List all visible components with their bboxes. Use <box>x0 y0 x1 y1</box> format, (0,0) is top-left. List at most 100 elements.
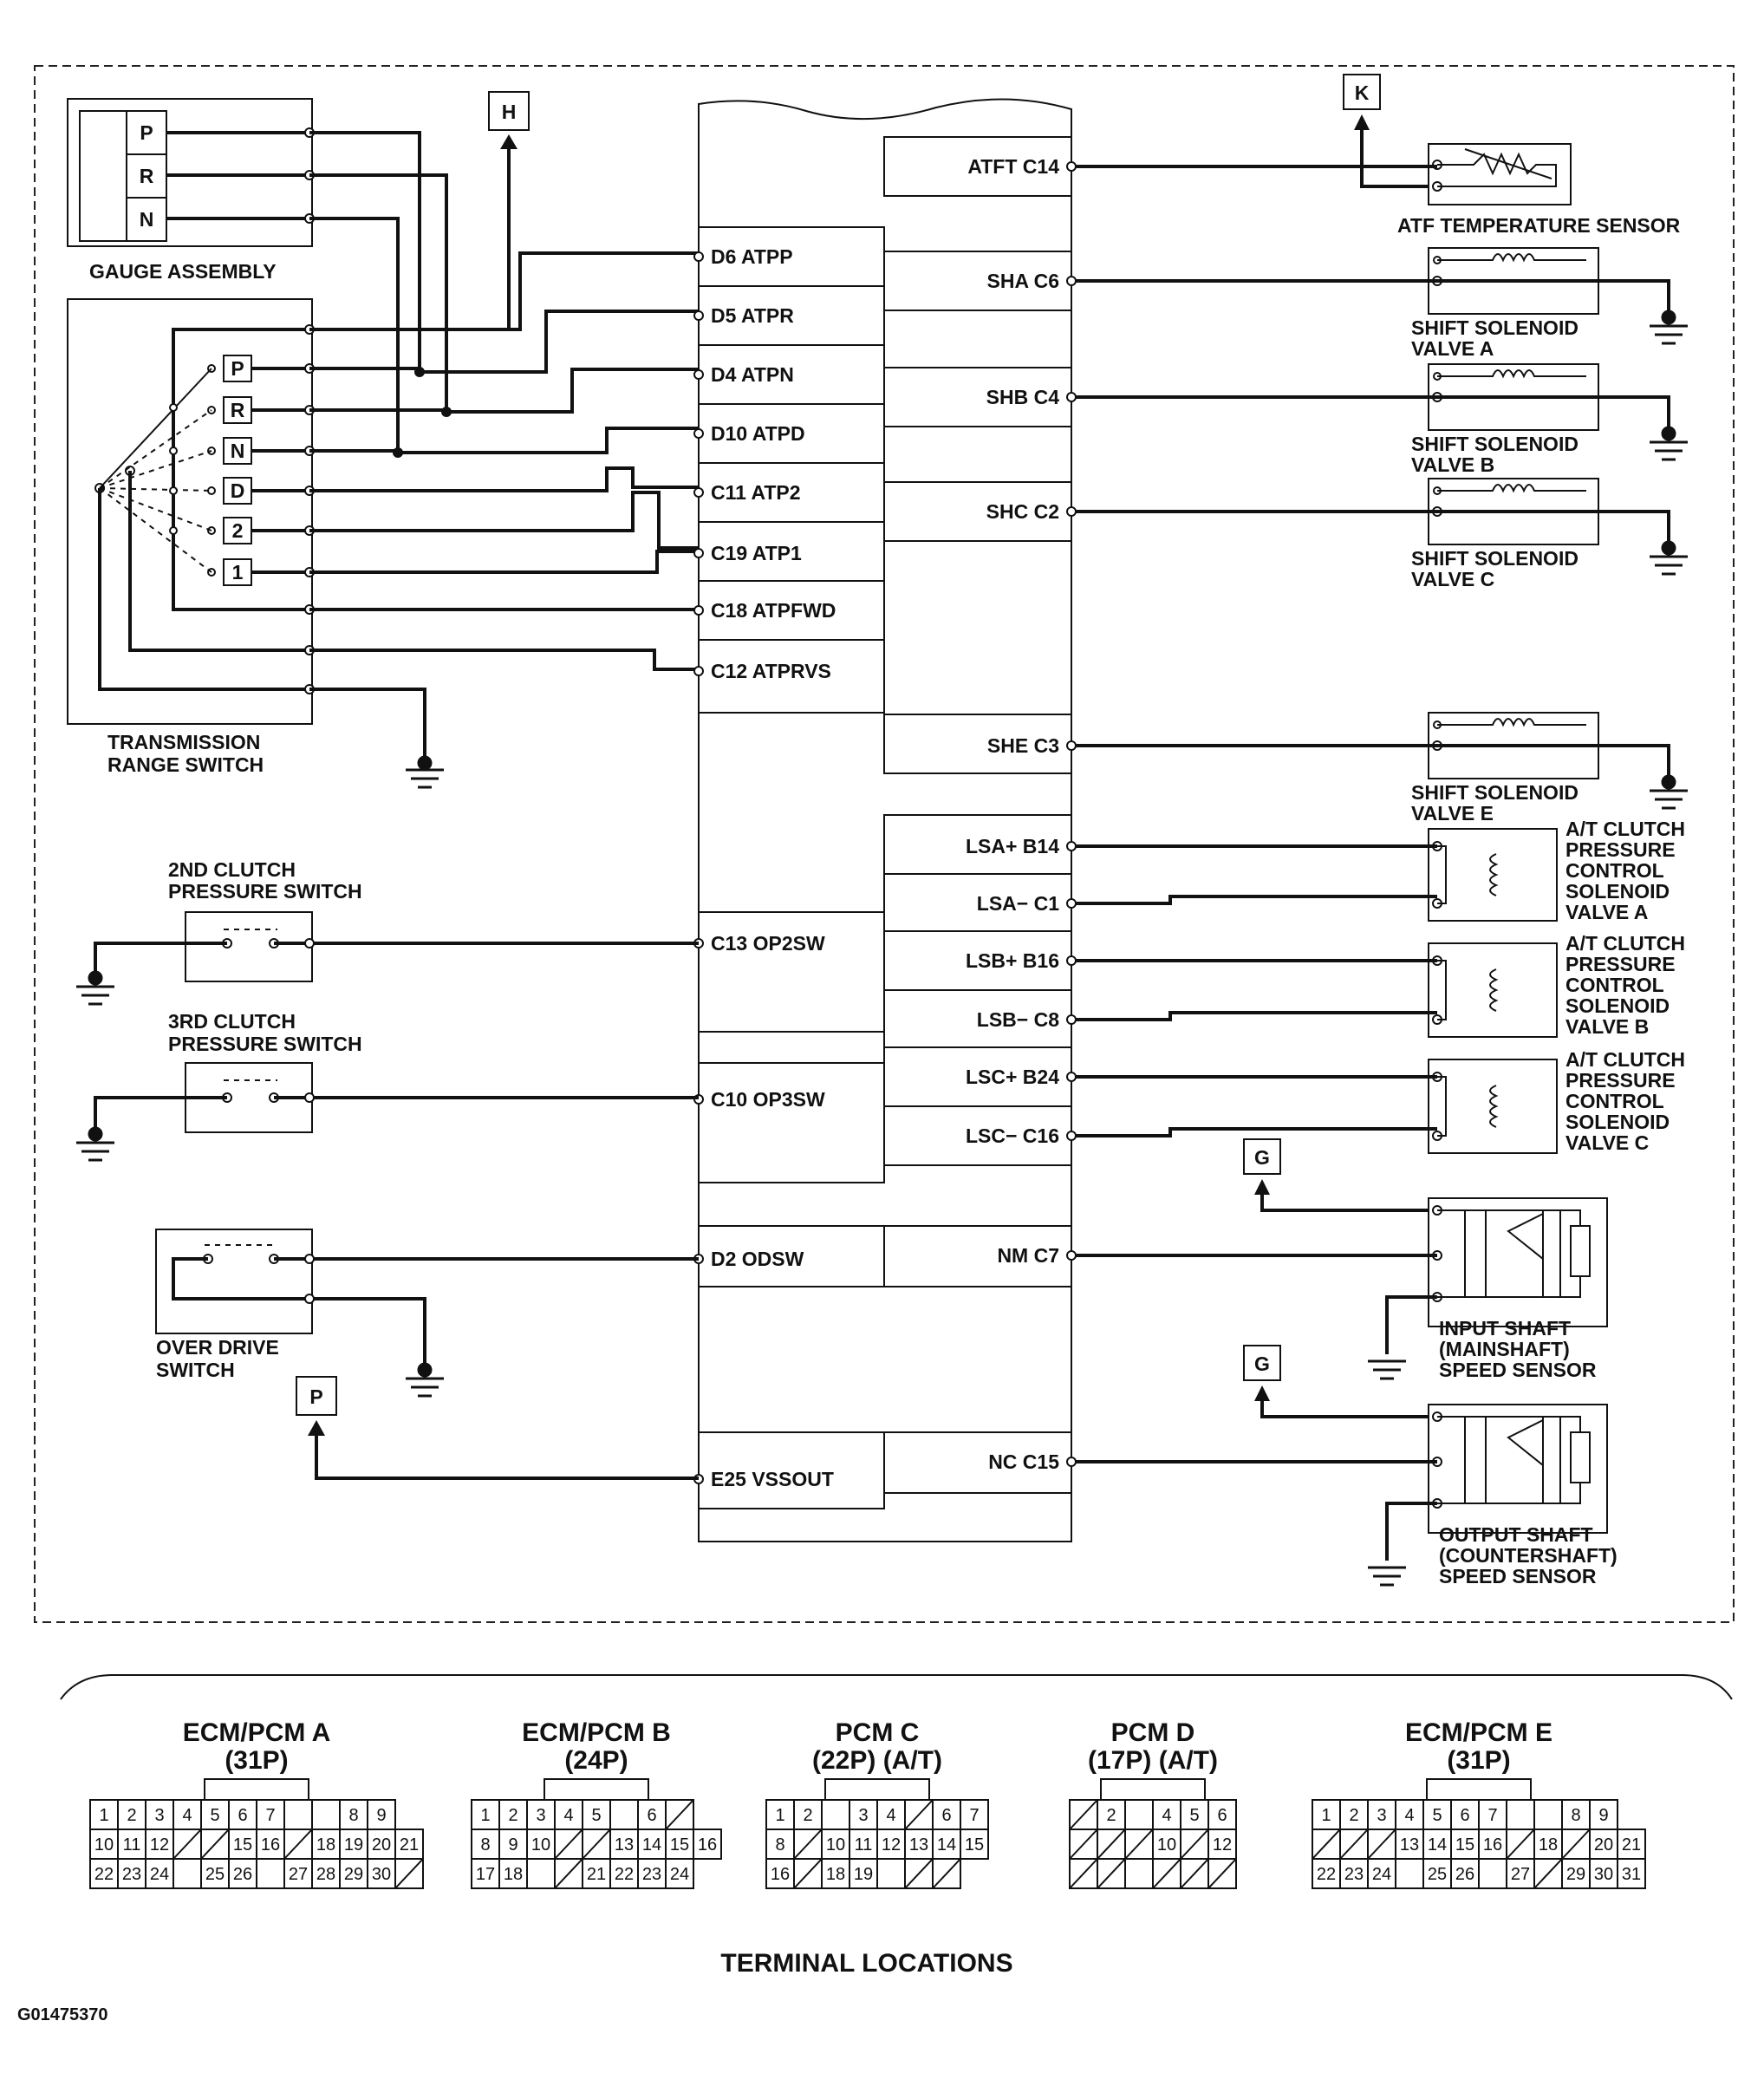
terminal-pin: 22 <box>1317 1865 1336 1884</box>
ecm-pin-right-11: NM C7 <box>997 1244 1059 1267</box>
ecm-pin-node-left-5 <box>693 548 704 558</box>
terminal-pin: 24 <box>1372 1865 1391 1884</box>
terminal-pin: 5 <box>1432 1806 1442 1825</box>
ecm-pin-left-6: C18 ATPFWD <box>711 599 836 622</box>
ecm-pin-node-right-5 <box>1066 841 1077 851</box>
terminal-pin: 11 <box>855 1835 873 1855</box>
connector-g-1: G <box>1254 1146 1270 1169</box>
ecm-pin-node-left-0 <box>693 251 704 262</box>
ecm-pin-node-right-9 <box>1066 1072 1077 1082</box>
terminal-pin: 16 <box>771 1865 790 1884</box>
lsb-label-2: CONTROL <box>1565 974 1664 996</box>
terminal-pin: 22 <box>94 1865 114 1884</box>
lsa-label-4: VALVE A <box>1565 901 1648 923</box>
terminal-pin: 24 <box>670 1865 689 1884</box>
terminal-pin: 4 <box>563 1806 573 1825</box>
shc-label-2: VALVE C <box>1411 568 1494 590</box>
lsb-label-3: SOLENOID <box>1565 994 1670 1017</box>
terminal-pin: 3 <box>1377 1806 1386 1825</box>
lsb-label-0: A/T CLUTCH <box>1565 932 1685 955</box>
terminal-pin: 25 <box>1428 1865 1447 1884</box>
trs-label-1: TRANSMISSION <box>107 731 260 753</box>
atf-sensor-label: ATF TEMPERATURE SENSOR <box>1397 214 1681 237</box>
connector-g-2: G <box>1254 1353 1270 1375</box>
ecm-pin-node-right-7 <box>1066 955 1077 966</box>
terminal-pin: 13 <box>909 1835 928 1855</box>
terminal-pin: 29 <box>344 1865 363 1884</box>
terminal-pin: 20 <box>1594 1835 1613 1855</box>
ecm-pin-left-5: C19 ATP1 <box>711 542 802 564</box>
lsa-label-2: CONTROL <box>1565 859 1664 882</box>
terminal-pin: 10 <box>1157 1835 1176 1855</box>
ecm-pin-node-right-2 <box>1066 392 1077 402</box>
she-label-2: VALVE E <box>1411 802 1494 825</box>
lsb-label-4: VALVE B <box>1565 1015 1649 1038</box>
ecm-pin-left-0: D6 ATPP <box>711 245 793 268</box>
terminal-locations-caption: TERMINAL LOCATIONS <box>720 1949 1012 1978</box>
terminal-pin: 10 <box>826 1835 845 1855</box>
ecm-pin-left-10: D2 ODSW <box>711 1248 804 1270</box>
trs-position-2: N <box>231 440 245 462</box>
trs-position-1: R <box>231 399 245 421</box>
sha-label-2: VALVE A <box>1411 337 1494 360</box>
terminal-pin: 6 <box>1460 1806 1469 1825</box>
terminal-pin: 21 <box>587 1865 606 1884</box>
terminal-pin: 5 <box>1189 1806 1199 1825</box>
terminal-pin: 4 <box>886 1806 895 1825</box>
ecm-pin-node-right-10 <box>1066 1131 1077 1141</box>
clutch2-label-2: PRESSURE SWITCH <box>168 880 362 903</box>
ecm-pin-node-right-12 <box>1066 1457 1077 1467</box>
terminal-pin: 2 <box>127 1806 136 1825</box>
terminal-pin: 12 <box>882 1835 901 1855</box>
terminal-pin: 3 <box>536 1806 545 1825</box>
terminal-pin: 3 <box>154 1806 164 1825</box>
clutch2-label-1: 2ND CLUTCH <box>168 858 296 881</box>
terminal-pin: 6 <box>941 1806 951 1825</box>
terminal-pin: 2 <box>1349 1806 1358 1825</box>
terminal-pin: 14 <box>1428 1835 1447 1855</box>
terminal-pin: 7 <box>1487 1806 1497 1825</box>
terminal-pin: 1 <box>775 1806 784 1825</box>
gauge-letter-n: N <box>140 208 154 231</box>
terminal-pin: 4 <box>1162 1806 1171 1825</box>
terminal-pin: 28 <box>316 1865 335 1884</box>
trs-position-5: 1 <box>232 561 244 583</box>
output_sensor-label-1: (COUNTERSHAFT) <box>1439 1544 1618 1567</box>
ecm-pin-right-10: LSC− C16 <box>966 1125 1059 1147</box>
terminal-name-3: PCM D <box>1111 1718 1195 1747</box>
terminal-pin: 17 <box>476 1865 495 1884</box>
terminal-pin: 16 <box>698 1835 717 1855</box>
terminal-pin: 18 <box>826 1865 845 1884</box>
lsb-label-1: PRESSURE <box>1565 953 1676 975</box>
lsa-label-3: SOLENOID <box>1565 880 1670 903</box>
terminal-pin: 27 <box>1511 1865 1530 1884</box>
figure-code: G01475370 <box>17 2005 108 2024</box>
ecm-pin-node-right-11 <box>1066 1250 1077 1261</box>
terminal-name-2: PCM C <box>836 1718 920 1747</box>
terminal-sub-2: (22P) (A/T) <box>812 1746 942 1775</box>
terminal-pin: 1 <box>1321 1806 1331 1825</box>
ecm-pin-right-9: LSC+ B24 <box>966 1066 1059 1088</box>
ecm-pin-right-3: SHC C2 <box>986 500 1059 523</box>
terminal-pin: 23 <box>1344 1865 1364 1884</box>
ecm-pin-right-2: SHB C4 <box>986 386 1060 408</box>
ecm-pin-right-6: LSA− C1 <box>977 892 1059 915</box>
input_sensor-label-2: SPEED SENSOR <box>1439 1359 1597 1381</box>
terminal-pin: 29 <box>1566 1865 1585 1884</box>
ecm-pin-node-right-4 <box>1066 740 1077 751</box>
ecm-pin-node-left-2 <box>693 369 704 380</box>
terminal-pin: 21 <box>400 1835 419 1855</box>
terminal-pin: 13 <box>1400 1835 1419 1855</box>
ecm-pin-left-1: D5 ATPR <box>711 304 794 327</box>
terminal-pin: 18 <box>504 1865 523 1884</box>
lsa-label-0: A/T CLUTCH <box>1565 818 1685 840</box>
trs-label-2: RANGE SWITCH <box>107 753 264 776</box>
terminal-pin: 8 <box>1571 1806 1580 1825</box>
terminal-pin: 15 <box>670 1835 689 1855</box>
terminal-name-0: ECM/PCM A <box>183 1718 331 1747</box>
clutch3-label-2: PRESSURE SWITCH <box>168 1033 362 1055</box>
terminal-pin: 20 <box>372 1835 391 1855</box>
terminal-pin: 15 <box>965 1835 984 1855</box>
terminal-sub-4: (31P) <box>1447 1746 1510 1775</box>
